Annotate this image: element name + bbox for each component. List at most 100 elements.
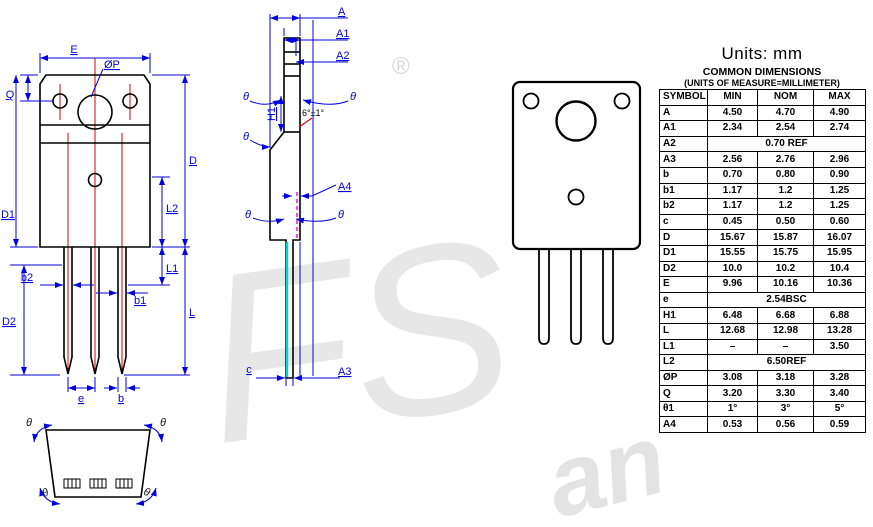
max-cell: 6.88 <box>813 307 866 324</box>
table-header-row: SYMBOL MIN NOM MAX <box>659 89 866 106</box>
max-cell: 0.90 <box>813 166 866 184</box>
max-cell: 0.59 <box>813 416 866 434</box>
table-title: COMMON DIMENSIONS <box>702 66 822 78</box>
nom-cell: 2.54 <box>757 120 814 137</box>
table-row: L1––3.50 <box>659 338 866 356</box>
max-cell: 13.28 <box>813 322 866 340</box>
dim-label-A1: A1 <box>336 28 349 40</box>
min-cell: 1.17 <box>707 182 758 200</box>
dim-label-A: A <box>338 6 346 18</box>
symbol-cell: A4 <box>659 416 708 434</box>
max-cell: 1.25 <box>813 182 866 200</box>
value-cell: 0.70 REF <box>707 135 866 153</box>
mount-hole-right <box>122 93 138 109</box>
side-dimension-lines <box>249 14 349 386</box>
nom-cell: 10.2 <box>757 260 814 278</box>
table-units-note: (UNITS OF MEASURE=MILLIMETER) <box>684 78 840 88</box>
dim-label-L: L <box>189 307 195 319</box>
col-header-max: MAX <box>813 89 866 106</box>
max-cell: 3.40 <box>813 385 866 402</box>
symbol-cell: A3 <box>659 151 708 168</box>
draft-angle-tolerance: 6°±1° <box>302 108 325 118</box>
nom-cell: 3.18 <box>757 369 814 387</box>
outline-lead-1 <box>538 249 550 345</box>
max-cell: 0.60 <box>813 213 866 231</box>
min-cell: 2.56 <box>707 151 758 168</box>
angle-reference-line <box>298 117 313 128</box>
nom-cell: 4.70 <box>757 104 814 122</box>
max-cell: 1.25 <box>813 198 866 215</box>
dim-label-phiP: ØP <box>104 59 120 71</box>
symbol-cell: b <box>659 166 708 184</box>
dim-label-A2: A2 <box>336 50 349 62</box>
max-cell: 5° <box>813 400 866 418</box>
outline-lead-3 <box>602 249 614 345</box>
outline-lead-2 <box>570 249 582 345</box>
lead-cross-sections <box>63 478 133 489</box>
watermark-script: and <box>536 387 660 522</box>
registered-trademark-icon: ® <box>392 53 410 80</box>
symbol-cell: A <box>659 104 708 122</box>
max-cell: 10.36 <box>813 276 866 293</box>
theta-label: θ <box>142 486 152 499</box>
col-header-min: MIN <box>707 89 758 106</box>
dim-label-b2: b2 <box>21 272 33 284</box>
min-cell: – <box>707 338 758 356</box>
outline-body-hole <box>567 188 585 206</box>
dim-label-b: b <box>118 393 124 405</box>
theta-label: θ <box>245 209 251 221</box>
min-cell: 10.0 <box>707 260 758 278</box>
bottom-view: θ θ θ θ <box>26 417 166 506</box>
front-view: E ØP Q D1 D L2 L1 L D2 b2 b1 e b <box>1 44 197 405</box>
min-cell: 4.50 <box>707 104 758 122</box>
dim-label-D2: D2 <box>2 316 16 328</box>
dim-label-A3: A3 <box>338 366 351 378</box>
symbol-cell: L1 <box>659 338 708 356</box>
symbol-cell: A1 <box>659 120 708 137</box>
dim-label-H1: H1 <box>266 107 278 121</box>
corner-angle-arcs <box>32 423 164 506</box>
dim-label-b1: b1 <box>134 295 146 307</box>
min-cell: 15.55 <box>707 244 758 262</box>
max-cell: 16.07 <box>813 229 866 246</box>
watermark-monogram: FS <box>187 186 528 494</box>
min-cell: 0.70 <box>707 166 758 184</box>
symbol-cell: e <box>659 291 708 309</box>
min-cell: 6.48 <box>707 307 758 324</box>
min-cell: 12.68 <box>707 322 758 340</box>
dim-label-Q: Q <box>6 89 15 101</box>
value-cell: 6.50REF <box>707 354 866 371</box>
dim-label-L1: L1 <box>166 263 178 275</box>
nom-cell: 0.56 <box>757 416 814 434</box>
lead-3 <box>117 247 127 375</box>
nom-cell: 2.76 <box>757 151 814 168</box>
theta-label: θ <box>26 417 32 429</box>
nom-cell: 3° <box>757 400 814 418</box>
symbol-cell: θ1 <box>659 400 708 418</box>
symbol-cell: b2 <box>659 198 708 215</box>
symbol-cell: E <box>659 276 708 293</box>
min-cell: 0.45 <box>707 213 758 231</box>
watermark: ® FS and <box>187 53 738 527</box>
outline-center-hole <box>555 100 597 142</box>
min-cell: 0.53 <box>707 416 758 434</box>
dim-label-E: E <box>70 44 77 56</box>
nom-cell: 12.98 <box>757 322 814 340</box>
symbol-cell: L2 <box>659 354 708 371</box>
max-cell: 10.4 <box>813 260 866 278</box>
nom-cell: 1.2 <box>757 198 814 215</box>
dim-label-e: e <box>78 393 84 405</box>
front-dimension-lines <box>10 53 190 392</box>
